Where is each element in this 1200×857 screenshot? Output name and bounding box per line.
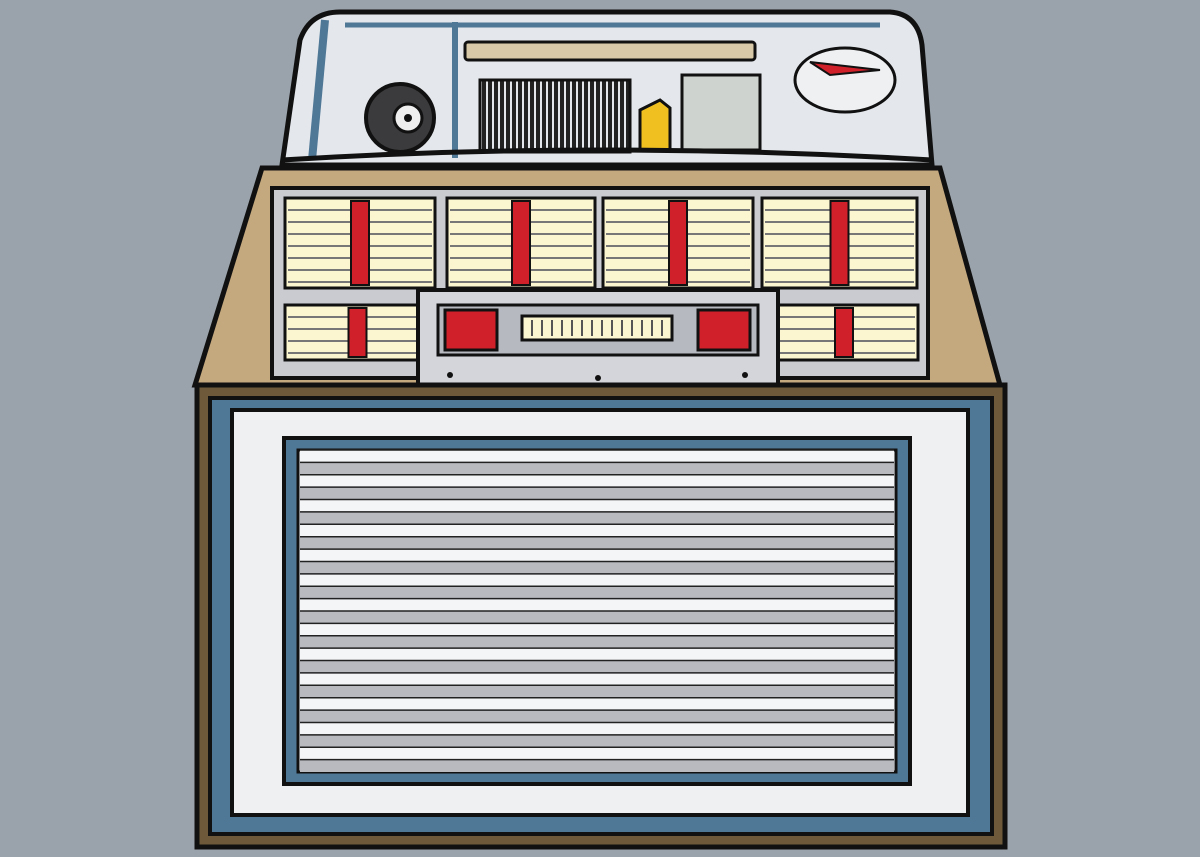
grille-stripe [300,561,894,574]
speaker-cabinet [194,382,1008,850]
record-edge [566,80,570,152]
record-edge [596,80,600,152]
grille-stripe [300,536,894,550]
grille-stripe [300,450,894,463]
red-strip [511,200,531,286]
record-edge [524,80,528,152]
grille-stripe [300,524,894,537]
grille-stripe [300,511,894,525]
selector-dial [793,46,897,114]
grille-stripe [300,586,894,599]
record-edge [548,80,552,152]
record-edge [542,80,546,152]
red-strip [347,307,368,358]
red-strip [834,307,854,358]
record-edge [506,80,510,152]
grille-stripe [300,747,894,760]
grille-stripe [300,722,894,735]
record-edge [500,80,504,152]
record-edge [572,80,576,152]
grille-stripe [300,648,894,661]
control-panel [416,288,780,387]
left-red-button[interactable] [443,308,499,352]
grille-stripe [300,710,894,723]
record-edge [608,80,612,152]
grille-stripe [300,660,894,673]
grille-stripe [300,734,894,748]
title-strip-card [445,196,597,290]
grille-stripe [300,487,894,500]
grille-stripe [300,598,894,611]
record-edge [602,80,606,152]
title-strip-card [283,196,437,290]
record-edge [584,80,588,152]
grille-stripe [300,573,894,587]
record-edge [626,80,630,152]
grille-stripe [300,685,894,698]
title-strip-card [760,196,919,290]
title-strip-card [283,303,432,362]
red-strip [829,200,850,286]
motor-housing [680,73,762,152]
mechanism-part [638,98,672,152]
record-edge [512,80,516,152]
record-edge [560,80,564,152]
record-edge [614,80,618,152]
tonearm-bar [463,40,757,62]
grille-stripe [300,759,894,772]
record-edge [536,80,540,152]
grille-stripe [300,462,894,475]
record-edge [578,80,582,152]
selection-display [520,314,674,342]
jukebox-dome [279,9,935,168]
grille-stripe [300,697,894,711]
title-strip-card [768,303,920,362]
grille-stripe [300,611,894,624]
grille-stripe [300,623,894,636]
record-edge [620,80,624,152]
record-edge [488,80,492,152]
record-edge [530,80,534,152]
title-strip-card [601,196,755,290]
record-edge [494,80,498,152]
red-strip [668,200,688,286]
grille-stripe [300,672,894,686]
record-edge [482,80,486,152]
red-strip [350,200,370,286]
record-edge [554,80,558,152]
grille-stripe [300,499,894,512]
grille-stripe [300,549,894,562]
title-panel [191,165,1004,388]
record-edge [590,80,594,152]
record-edge [518,80,522,152]
grille-stripe [300,635,894,649]
record-stack [478,78,632,154]
grille-stripe [300,474,894,488]
right-red-button[interactable] [696,308,752,352]
